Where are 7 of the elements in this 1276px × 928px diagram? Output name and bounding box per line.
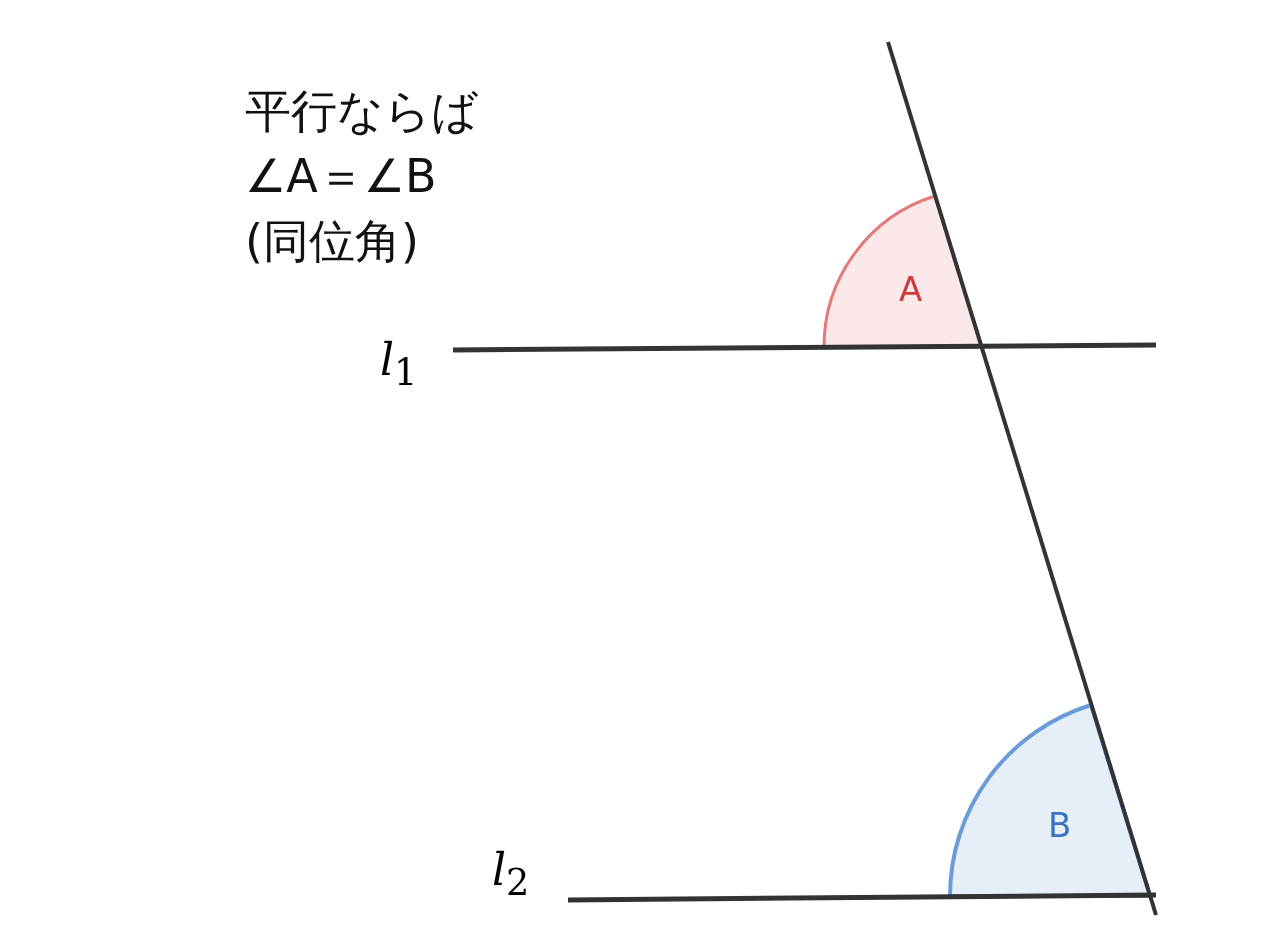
line-label: l$_{2}$ bbox=[492, 848, 530, 902]
angle-label: B bbox=[1048, 808, 1072, 842]
note-text: (同位角) bbox=[245, 218, 419, 264]
condition-text: 平行ならば bbox=[245, 88, 478, 134]
equation-text: ∠A＝∠B bbox=[245, 153, 437, 199]
line-label: l$_{1}$ bbox=[380, 338, 418, 392]
angle-label: A bbox=[899, 272, 923, 306]
